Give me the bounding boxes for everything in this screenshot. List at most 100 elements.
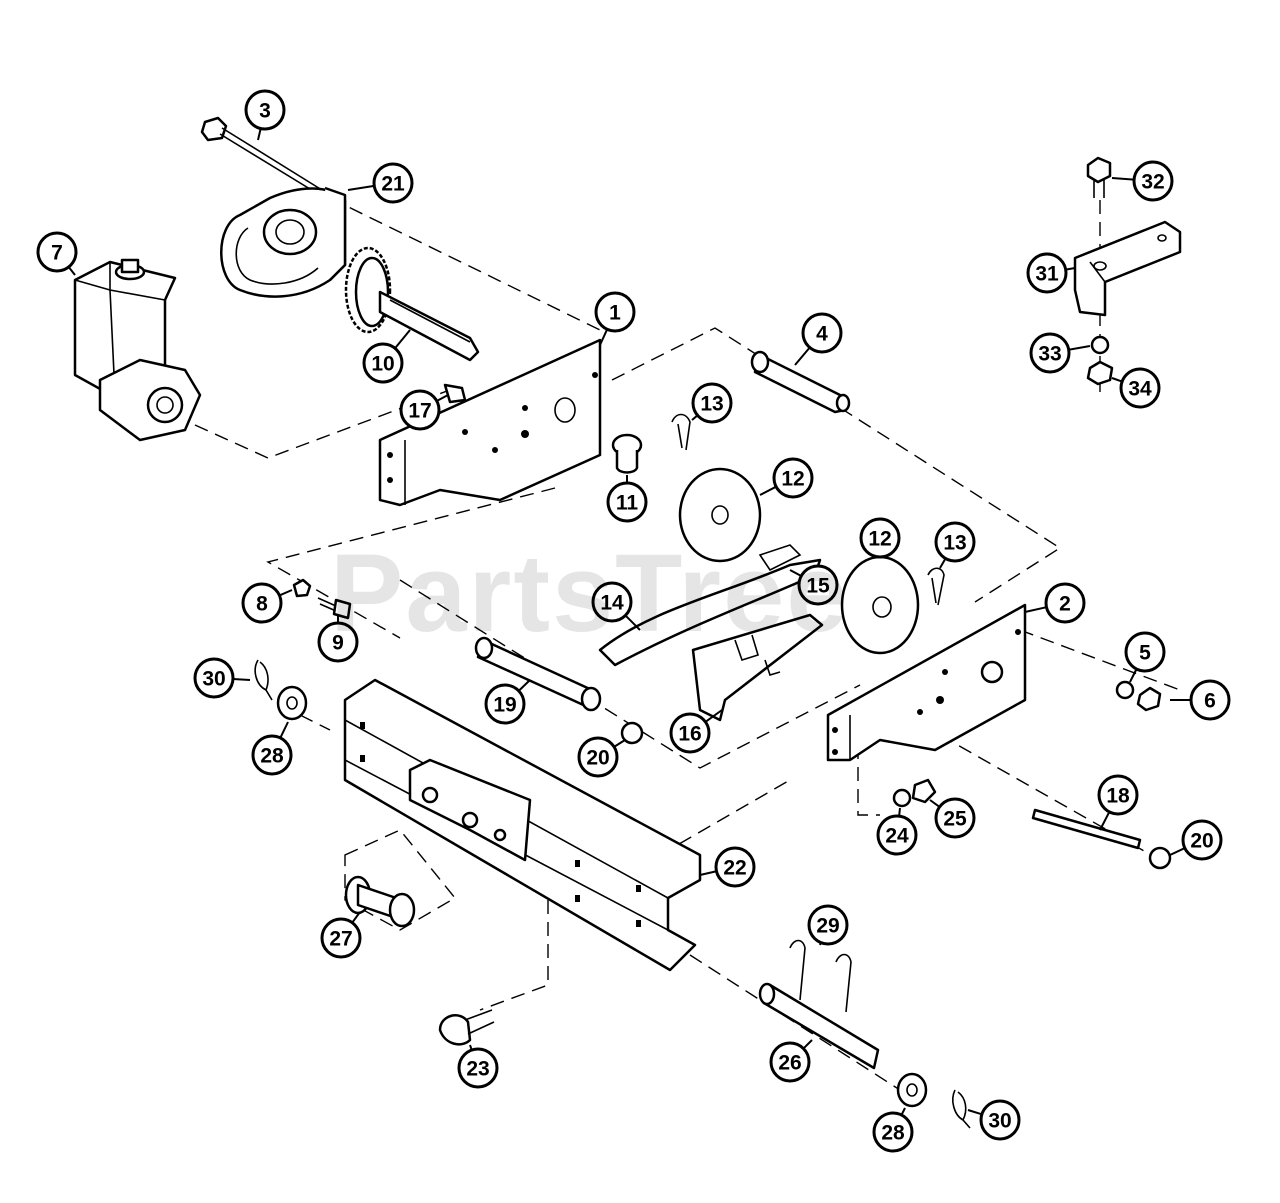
callout-circle	[876, 814, 918, 856]
leader-line	[759, 485, 777, 496]
callout-number: 20	[1190, 830, 1213, 853]
callout-circle	[934, 521, 976, 563]
callout-part-4: 4	[794, 312, 843, 366]
callout-number: 29	[816, 915, 839, 938]
callout-number: 22	[723, 857, 746, 880]
callout-part-28-left: 28	[251, 721, 293, 776]
leader-line	[1068, 345, 1091, 351]
callout-part-8: 8	[241, 582, 293, 624]
hairpin-30-left-drawing	[254, 659, 273, 701]
callout-number: 2	[1059, 593, 1071, 616]
callout-part-22: 22	[699, 846, 756, 888]
callout-circle	[797, 564, 839, 606]
callout-number: 20	[586, 747, 609, 770]
callout-part-25: 25	[929, 797, 976, 839]
callout-number: 30	[988, 1110, 1011, 1133]
callout-circle	[872, 1111, 914, 1153]
callout-circle	[934, 797, 976, 839]
assembly-dashed-lines	[194, 197, 1181, 1091]
callout-part-32: 32	[1111, 160, 1174, 202]
callout-number: 10	[371, 353, 394, 376]
callout-part-11: 11	[606, 475, 648, 523]
roller-4-drawing	[750, 350, 851, 414]
callout-number: 6	[1204, 690, 1216, 713]
callout-number: 19	[493, 694, 516, 717]
gear-housing-21-drawing	[220, 186, 347, 298]
callout-number: 28	[260, 745, 284, 768]
leader-line	[394, 329, 411, 349]
left-plate-1-drawing	[378, 338, 602, 507]
callout-part-13-lower: 13	[934, 521, 976, 569]
nut-34-drawing	[1086, 360, 1114, 386]
callout-circle	[362, 342, 404, 384]
callout-number: 12	[868, 528, 891, 551]
callout-circle	[1029, 332, 1071, 374]
callout-number: 13	[700, 393, 723, 416]
callout-circle	[1044, 582, 1086, 624]
leader-line	[518, 679, 531, 692]
bolt-9-drawing	[317, 597, 352, 620]
part-drawings	[73, 116, 1182, 1129]
callout-circle	[317, 621, 359, 663]
callout-number: 11	[616, 492, 639, 515]
hairpin-30-right-drawing	[952, 1089, 971, 1129]
bolt-23-drawing	[438, 1009, 495, 1046]
pin-13-upper-drawing	[671, 413, 691, 451]
washer-28-right-drawing	[896, 1072, 928, 1108]
nut-6-drawing	[1136, 686, 1162, 712]
callout-circle	[320, 917, 362, 959]
callout-number: 5	[1139, 642, 1151, 665]
callout-circle	[241, 582, 283, 624]
callout-number: 31	[1035, 263, 1059, 286]
leader-line	[624, 614, 641, 631]
leader-line	[1169, 847, 1186, 856]
callout-number: 15	[806, 575, 830, 598]
callout-part-24: 24	[876, 807, 918, 856]
callout-circle	[1026, 252, 1068, 294]
callout-circle	[251, 734, 293, 776]
callout-part-3: 3	[244, 89, 286, 141]
leader-line	[1024, 606, 1047, 613]
callout-part-14: 14	[591, 581, 641, 631]
spool-27-drawing	[344, 875, 416, 928]
callout-circle	[714, 846, 756, 888]
nut-25-drawing	[911, 778, 937, 804]
callout-number: 27	[329, 928, 352, 951]
callout-part-12-upper: 12	[759, 457, 814, 499]
bushing-11-drawing	[611, 433, 643, 474]
bracket-31-drawing	[1073, 220, 1182, 317]
callout-number: 12	[781, 468, 804, 491]
callout-part-31: 31	[1026, 252, 1076, 294]
leader-line	[704, 709, 723, 723]
callout-number: 18	[1106, 785, 1130, 808]
callout-number: 16	[678, 723, 701, 746]
callout-part-27: 27	[320, 911, 362, 959]
callout-part-23: 23	[457, 1044, 499, 1089]
callout-circle	[807, 904, 849, 946]
callout-part-9: 9	[317, 615, 359, 663]
callout-circle	[772, 457, 814, 499]
callout-number: 1	[609, 302, 621, 325]
disc-12-upper-drawing	[678, 467, 762, 563]
callout-number: 25	[943, 808, 967, 831]
callout-number: 34	[1128, 378, 1152, 401]
channel-22-drawing	[343, 678, 702, 972]
washer-24-drawing	[892, 788, 912, 808]
washer-20-right-drawing	[1148, 846, 1172, 870]
leader-line	[802, 1039, 813, 1050]
nut-8-drawing	[292, 578, 312, 598]
pin-26-drawing	[758, 982, 880, 1070]
leader-line	[351, 911, 361, 924]
callout-circle	[859, 517, 901, 559]
callout-part-1: 1	[594, 291, 636, 346]
washer-20-left-drawing	[620, 721, 644, 745]
gear-shaft-10-drawing	[344, 246, 480, 362]
washer-28-left-drawing	[276, 685, 308, 721]
motor-7-drawing	[73, 258, 202, 442]
leader-line	[279, 589, 293, 597]
callout-part-30-right: 30	[967, 1099, 1021, 1141]
leader-line	[789, 569, 802, 577]
callout-part-28-right: 28	[872, 1107, 914, 1153]
callout-circle	[979, 1099, 1021, 1141]
